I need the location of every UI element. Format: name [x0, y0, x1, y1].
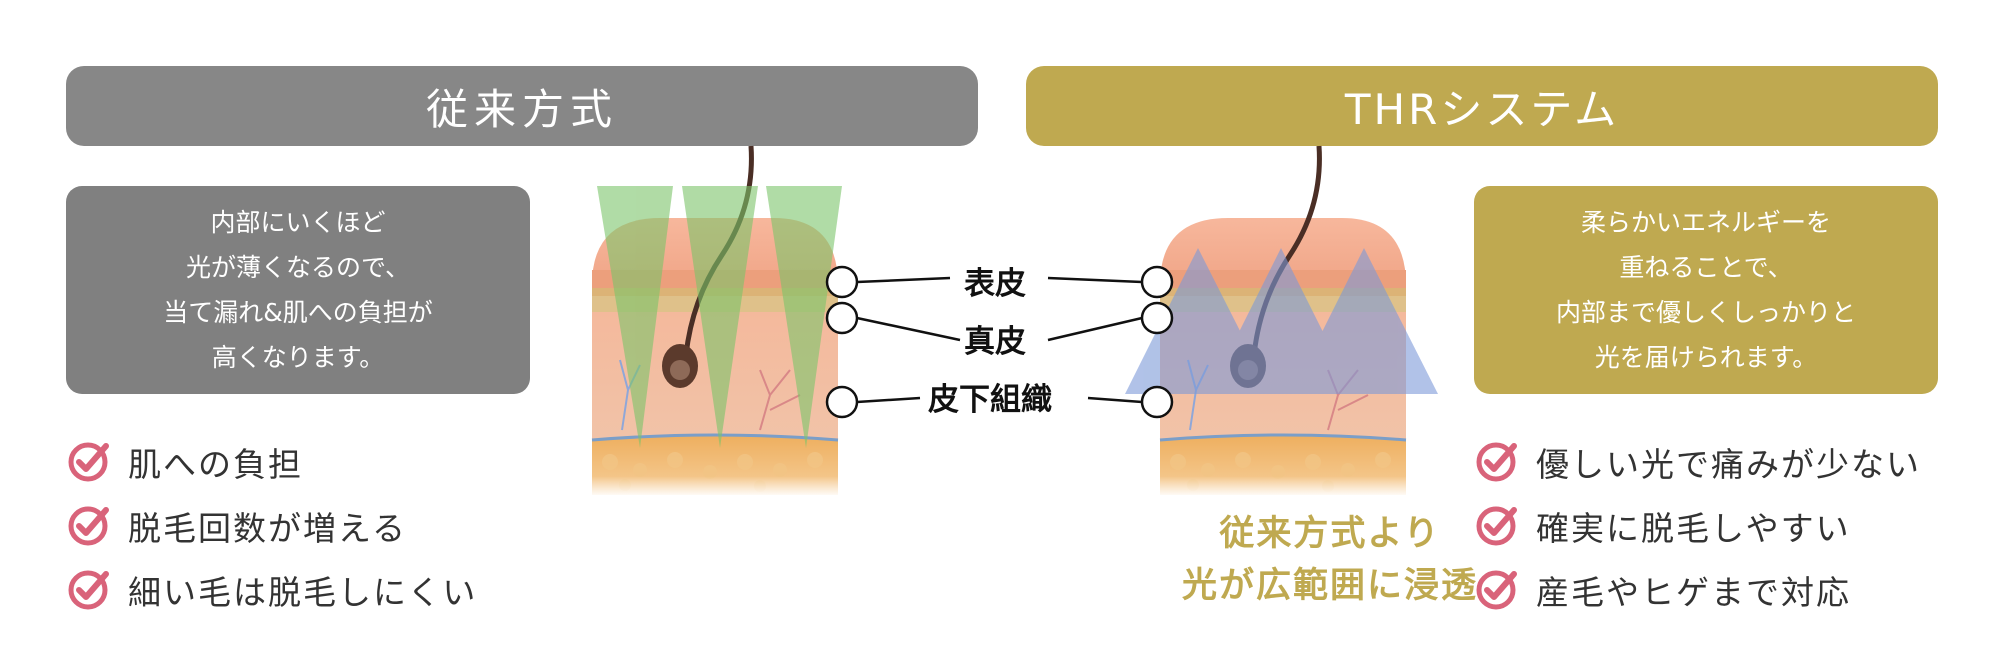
description-line: 重ねることで、 [1619, 253, 1793, 282]
description-line: 柔らかいエネルギーを [1580, 208, 1831, 237]
check-circle-icon [68, 570, 109, 610]
thr-description-box: 柔らかいエネルギーを 重ねることで、 内部まで優しくしっかりと 光を届けられます… [1474, 186, 1938, 394]
green-light-beams [597, 186, 842, 448]
thr-system-header: THRシステム [1026, 66, 1938, 146]
description-line: 高くなります。 [211, 343, 385, 372]
description-line: 光を届けられます。 [1594, 343, 1818, 372]
description-line: 内部にいくほど [210, 208, 386, 237]
list-item-label: 細い毛は脱毛しにくい [128, 573, 478, 612]
check-circle-icon [1476, 442, 1517, 482]
thr-caption: 従来方式より 光が広範囲に浸透 [1080, 508, 1580, 612]
caption-line: 従来方式より [1219, 514, 1441, 554]
list-item: 産毛やヒゲまで対応 [1474, 558, 1921, 622]
description-line: 当て漏れ&肌への負担が [163, 298, 433, 327]
dermis-label: 真皮 [964, 324, 1026, 360]
blue-light-beams [1125, 248, 1438, 394]
check-circle-icon [1476, 570, 1517, 610]
conventional-method-header: 従来方式 [66, 66, 978, 146]
subcutaneous-label: 皮下組織 [928, 382, 1052, 418]
description-line: 光が薄くなるので、 [185, 253, 410, 282]
check-circle-icon [68, 442, 109, 482]
check-circle-icon [1476, 506, 1517, 546]
epidermis-label: 表皮 [964, 266, 1026, 302]
list-item-label: 脱毛回数が増える [128, 509, 408, 548]
list-item-label: 確実に脱毛しやすい [1536, 509, 1851, 548]
layer-connectors [825, 265, 1174, 419]
description-line: 内部まで優しくしっかりと [1555, 298, 1856, 327]
caption-line: 光が広範囲に浸透 [1181, 566, 1478, 606]
list-item: 優しい光で痛みが少ない [1474, 430, 1921, 494]
thr-benefits-list: 優しい光で痛みが少ない 確実に脱毛しやすい 産毛やヒゲまで対応 [1474, 430, 1921, 622]
list-item-label: 優しい光で痛みが少ない [1536, 445, 1921, 484]
list-item: 確実に脱毛しやすい [1474, 494, 1921, 558]
list-item: 脱毛回数が増える [66, 494, 477, 558]
check-circle-icon [68, 506, 109, 546]
list-item-label: 肌への負担 [128, 445, 303, 484]
list-item: 細い毛は脱毛しにくい [66, 558, 477, 622]
conventional-drawbacks-list: 肌への負担 脱毛回数が増える 細い毛は脱毛しにくい [66, 430, 477, 622]
list-item: 肌への負担 [66, 430, 477, 494]
conventional-description-box: 内部にいくほど 光が薄くなるので、 当て漏れ&肌への負担が 高くなります。 [66, 186, 530, 394]
list-item-label: 産毛やヒゲまで対応 [1536, 573, 1851, 612]
